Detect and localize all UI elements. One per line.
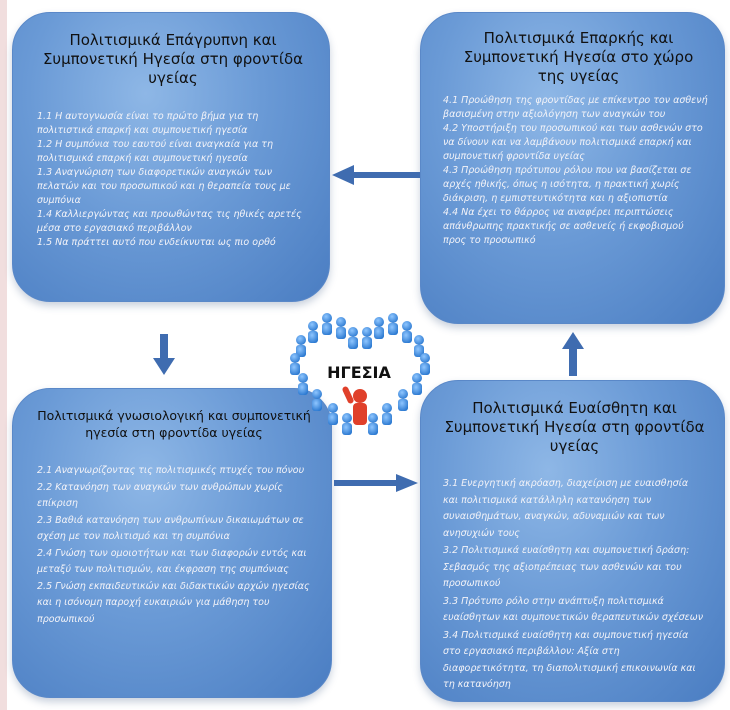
box-title: Πολιτισμικά Ευαίσθητη και Συμπονετική Ηγ… bbox=[444, 399, 705, 455]
box-culturally-competent-leadership: Πολιτισμικά Επαρκής και Συμπονετική Ηγεσ… bbox=[420, 12, 725, 324]
box-item-list: 2.1 Αναγνωρίζοντας τις πολιτισμικές πτυχ… bbox=[37, 463, 311, 628]
box-item-list: 4.1 Προώθηση της φροντίδας με επίκεντρο … bbox=[443, 94, 708, 248]
box-title: Πολιτισμικά γνωσιολογική και συμπονετική… bbox=[37, 408, 311, 440]
leader-figure-icon bbox=[342, 386, 367, 425]
arrow-left-icon bbox=[332, 165, 420, 185]
list-item: 1.1 Η αυτογνωσία είναι το πρώτο βήμα για… bbox=[37, 111, 259, 136]
people-heart-icon bbox=[290, 313, 430, 435]
list-item: 2.2 Κατανόηση των αναγκών των ανθρώπων χ… bbox=[37, 481, 283, 510]
box-title: Πολιτισμικά Επαρκής και Συμπονετική Ηγεσ… bbox=[463, 29, 694, 85]
list-item: 1.2 Η συμπόνια του εαυτού είναι αναγκαία… bbox=[37, 139, 274, 164]
list-item: 3.3 Πρότυπο ρόλο στην ανάπτυξη πολιτισμι… bbox=[443, 595, 704, 624]
box-culturally-knowledgeable-leadership: Πολιτισμικά γνωσιολογική και συμπονετική… bbox=[12, 388, 332, 698]
list-item: 2.1 Αναγνωρίζοντας τις πολιτισμικές πτυχ… bbox=[37, 465, 305, 476]
arrow-down-icon bbox=[153, 334, 175, 375]
left-edge-strip bbox=[0, 0, 7, 710]
arrow-right-icon bbox=[334, 474, 418, 492]
list-item: 1.4 Καλλιεργώντας και προωθώντας τις ηθι… bbox=[37, 209, 302, 234]
list-item: 4.1 Προώθηση της φροντίδας με επίκεντρο … bbox=[443, 95, 708, 120]
list-item: 4.4 Να έχει το θάρρος να αναφέρει περιπτ… bbox=[443, 207, 684, 246]
list-item: 3.2 Πολιτισμικά ευαίσθητη και συμπονετικ… bbox=[443, 545, 690, 589]
center-label: ΗΓΕΣΙΑ bbox=[327, 363, 391, 382]
list-item: 4.2 Υποστήριξη του προσωπικού και των ασ… bbox=[443, 123, 703, 162]
box-item-list: 1.1 Η αυτογνωσία είναι το πρώτο βήμα για… bbox=[37, 110, 309, 250]
list-item: 3.1 Ενεργητική ακρόαση, διαχείριση με ευ… bbox=[443, 478, 689, 539]
box-culturally-sensitive-leadership: Πολιτισμικά Ευαίσθητη και Συμπονετική Ηγ… bbox=[420, 380, 725, 702]
list-item: 2.4 Γνώση των ομοιοτήτων και των διαφορώ… bbox=[37, 547, 307, 576]
box-item-list: 3.1 Ενεργητική ακρόαση, διαχείριση με ευ… bbox=[443, 476, 706, 694]
box-culturally-vigilant-leadership: Πολιτισμικά Επάγρυπνη και Συμπονετική Ηγ… bbox=[12, 12, 330, 302]
arrow-up-icon bbox=[562, 332, 584, 376]
list-item: 1.3 Αναγνώριση των διαφορετικών αναγκών … bbox=[37, 167, 291, 206]
leadership-heart-graphic: ΗΓΕΣΙΑ bbox=[290, 313, 430, 435]
list-item: 3.4 Πολιτισμικά ευαίσθητη και συμπονετικ… bbox=[443, 629, 696, 691]
list-item: 2.3 Βαθιά κατανόηση των ανθρωπίνων δικαι… bbox=[37, 514, 304, 543]
box-title: Πολιτισμικά Επάγρυπνη και Συμπονετική Ηγ… bbox=[42, 31, 304, 87]
list-item: 4.3 Προώθηση πρότυπου ρόλου που να βασίζ… bbox=[443, 165, 692, 204]
list-item: 2.5 Γνώση εκπαιδευτικών και διδακτικών α… bbox=[37, 580, 310, 625]
list-item: 1.5 Να πράττει αυτό που ενδείκνυται ως π… bbox=[37, 237, 276, 248]
